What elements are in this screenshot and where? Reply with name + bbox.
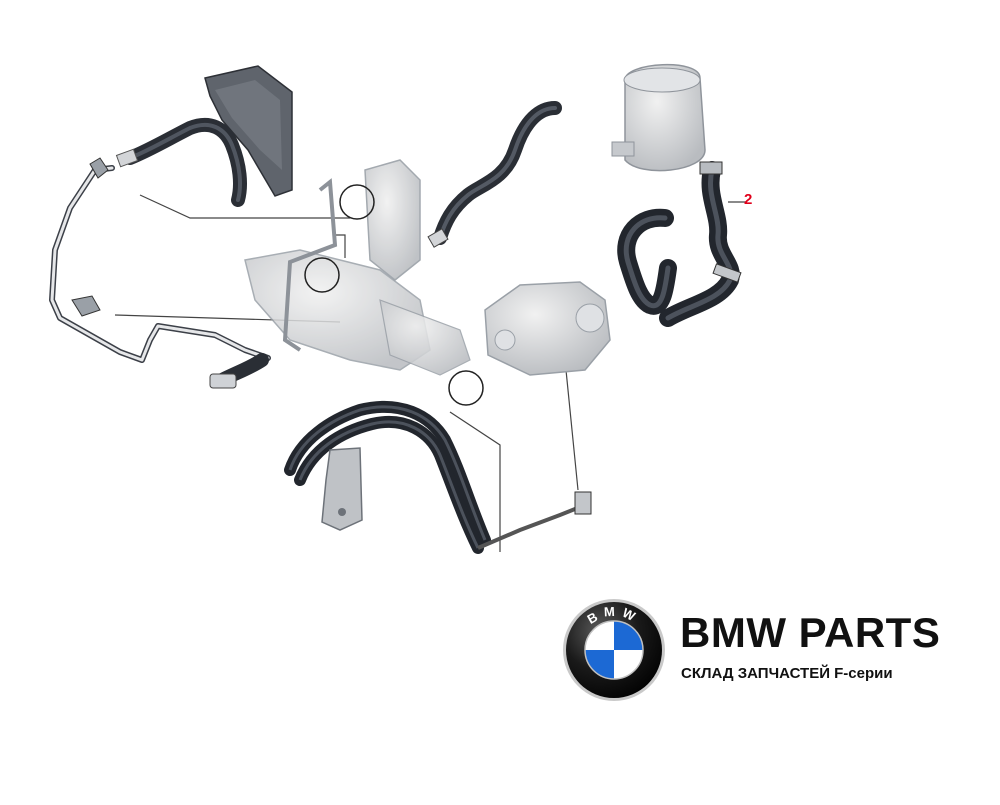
fluid-reservoir	[611, 63, 706, 172]
steel-line-left	[49, 157, 271, 363]
curved-hose-right	[617, 208, 677, 315]
power-steering-pump	[484, 281, 611, 376]
heat-shield	[204, 65, 293, 197]
reference-circles	[304, 184, 484, 406]
bmw-roundel-icon: BMW	[563, 599, 665, 701]
leader-lines	[114, 194, 746, 552]
suction-hose-center	[427, 101, 562, 248]
steering-rack	[244, 159, 471, 376]
hose-bracket	[321, 447, 363, 531]
brand-title: BMW PARTS	[680, 609, 941, 656]
short-hose-left	[209, 353, 269, 389]
return-hose-upper	[115, 117, 247, 207]
brand-subtitle: СКЛАД ЗАПЧАСТЕЙ F-серии	[681, 665, 893, 682]
callout-label-part-2: 2	[744, 191, 753, 208]
bmw-logo: BMW	[562, 598, 666, 702]
pressure-hoses	[284, 400, 592, 554]
reservoir-hose-part-2	[659, 161, 742, 327]
